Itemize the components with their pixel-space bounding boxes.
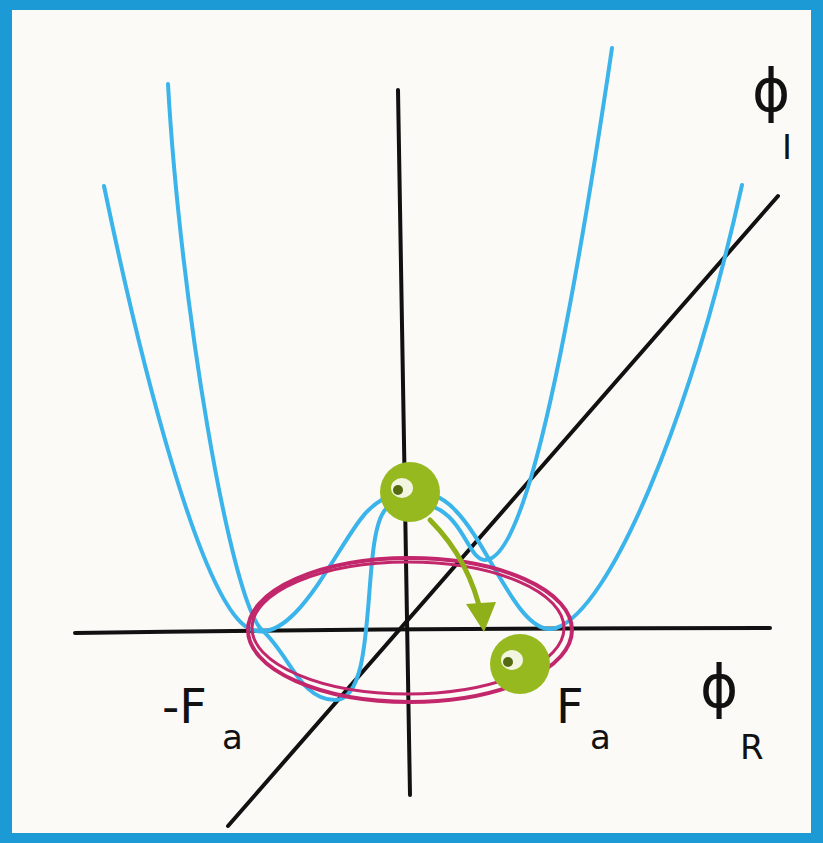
real-axis	[75, 628, 770, 633]
axis-subscript: R	[740, 730, 764, 764]
roll-arrow	[430, 520, 482, 618]
field-ball	[380, 462, 440, 522]
paper-ground	[12, 10, 811, 833]
tick-subscript: a	[590, 720, 611, 754]
axis-subscript: I	[782, 130, 792, 164]
ball-highlight	[391, 478, 413, 498]
ball-highlight	[503, 657, 513, 667]
ball-highlight	[393, 485, 403, 495]
depth-axis	[228, 196, 778, 826]
axis-symbol: ϕ	[752, 62, 790, 120]
ball-highlight	[501, 650, 523, 670]
field-ball	[490, 634, 550, 694]
potential-curve	[104, 185, 742, 631]
axis-symbol: ϕ	[700, 658, 738, 716]
potential-curve	[168, 48, 612, 700]
arrow-head	[466, 602, 496, 632]
vacuum-circle	[252, 562, 564, 694]
vacuum-circle	[248, 558, 572, 702]
axis-tick-label: -F	[162, 682, 207, 730]
tick-subscript: a	[222, 720, 243, 754]
axis-tick-label: F	[556, 682, 584, 730]
imaginary-axis	[398, 90, 410, 795]
